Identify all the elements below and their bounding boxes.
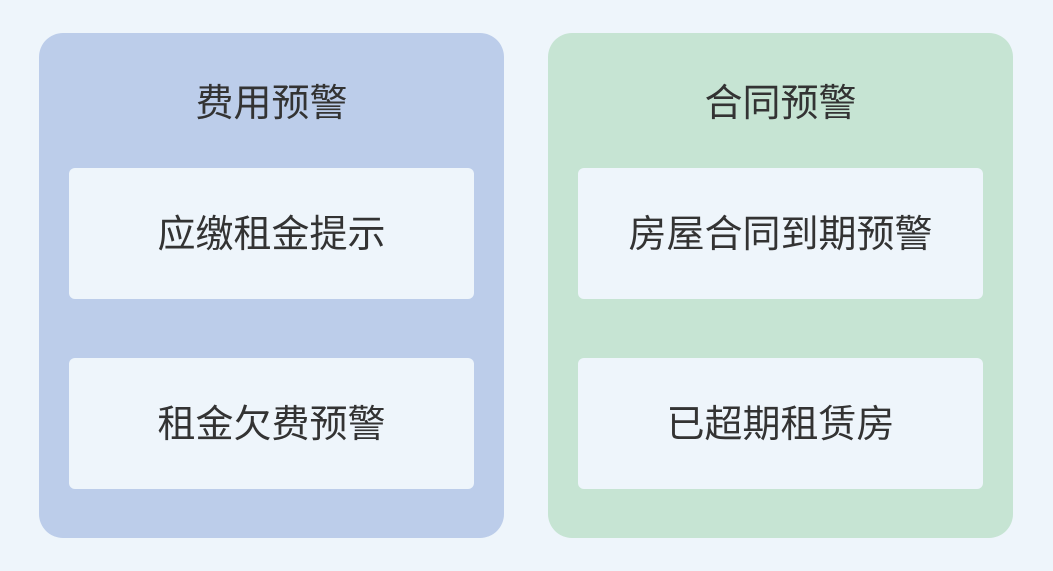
overdue-rental-card: 已超期租赁房: [578, 358, 983, 489]
contract-warning-title: 合同预警: [704, 81, 857, 125]
contract-expiry-warning-card: 房屋合同到期预警: [578, 168, 983, 299]
rent-due-reminder-label: 应缴租金提示: [157, 211, 386, 256]
fee-warning-panel: 费用预警 应缴租金提示 租金欠费预警: [39, 33, 504, 538]
rent-due-reminder-card: 应缴租金提示: [69, 168, 474, 299]
overdue-rental-label: 已超期租赁房: [666, 401, 895, 446]
contract-expiry-warning-label: 房屋合同到期预警: [628, 211, 933, 256]
rent-arrears-warning-label: 租金欠费预警: [157, 401, 386, 446]
rent-arrears-warning-card: 租金欠费预警: [69, 358, 474, 489]
contract-warning-panel: 合同预警 房屋合同到期预警 已超期租赁房: [548, 33, 1013, 538]
fee-warning-title: 费用预警: [195, 81, 348, 125]
